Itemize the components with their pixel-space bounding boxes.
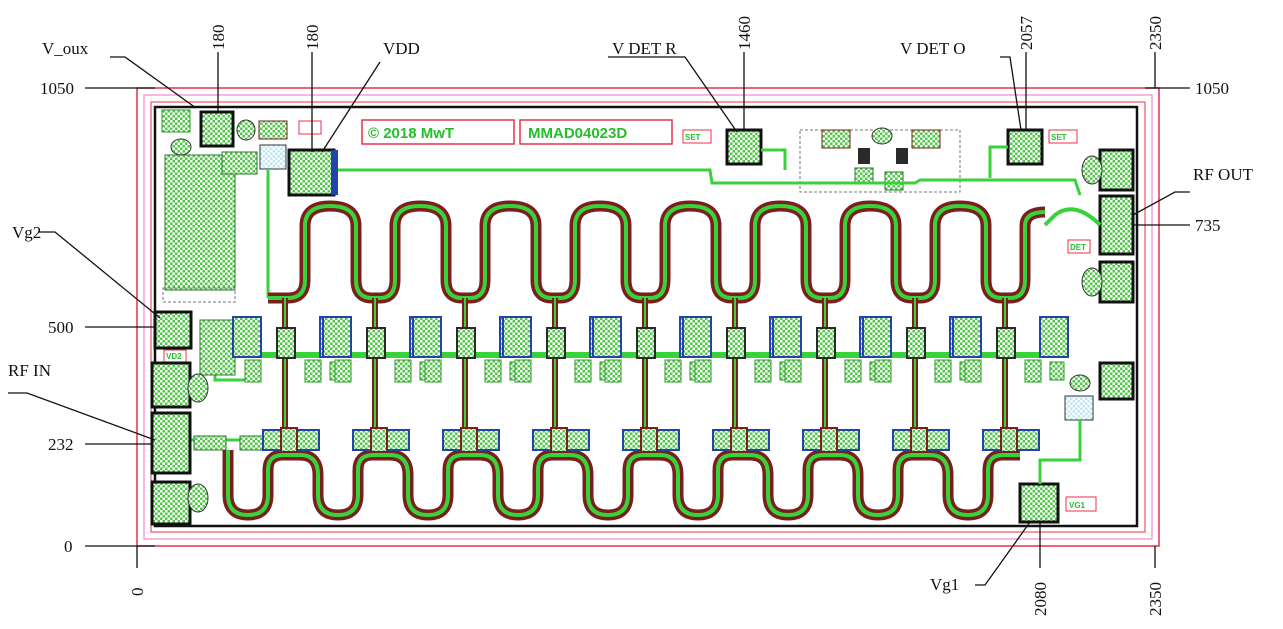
- dim-right-1: 735: [1195, 216, 1221, 235]
- dim-top-4: 2350: [1146, 16, 1165, 50]
- label-v-det-r: V DET R: [612, 39, 677, 58]
- transistor-cell: [592, 298, 709, 453]
- gate-line-inner: [226, 450, 1020, 518]
- small-label-4: VD2: [166, 352, 182, 361]
- copyright-text: © 2018 MwT: [368, 125, 454, 142]
- label-vg2: Vg2: [12, 223, 41, 242]
- dim-top-0: 180: [209, 25, 228, 51]
- drain-line-inner: [268, 203, 1046, 300]
- label-rf-out: RF OUT: [1193, 165, 1254, 184]
- dim-bottom-0: 0: [128, 588, 147, 597]
- dim-bottom-2: 2350: [1146, 582, 1165, 616]
- dim-left-0: 1050: [40, 79, 74, 98]
- top-left-pads: [161, 109, 338, 197]
- left-pads: [150, 310, 265, 526]
- dimension-labels: 180 180 1460 2057 2350 1050 500 232 0 10…: [40, 16, 1229, 617]
- label-v-aux: V_oux: [42, 39, 89, 58]
- transistor-cell: [952, 298, 1069, 453]
- label-vg1: Vg1: [930, 575, 959, 594]
- label-vdd: VDD: [383, 39, 420, 58]
- dim-left-3: 0: [64, 537, 73, 556]
- dim-left-2: 232: [48, 435, 74, 454]
- dim-right-0: 1050: [1195, 79, 1229, 98]
- transistor-cells: [232, 298, 1069, 453]
- small-label-0: SET: [685, 133, 701, 142]
- detector-pads: [725, 127, 1044, 193]
- dim-top-3: 2057: [1017, 16, 1036, 51]
- small-label-1: SET: [1051, 133, 1067, 142]
- dim-top-1: 180: [303, 25, 322, 51]
- dim-bottom-1: 2080: [1031, 582, 1050, 616]
- transistor-cell: [862, 298, 979, 453]
- chip-markings: © 2018 MwT MMAD04023D SET SET DET VG1 VD…: [163, 119, 1097, 512]
- pin-labels: V_oux VDD V DET R V DET O RF OUT Vg2 RF …: [8, 39, 1254, 594]
- part-number-text: MMAD04023D: [528, 125, 627, 142]
- dim-left-1: 500: [48, 318, 74, 337]
- small-label-2: DET: [1070, 243, 1086, 252]
- capacitor-block: [162, 154, 236, 303]
- dim-top-2: 1460: [735, 16, 754, 50]
- right-pads: [1018, 148, 1135, 524]
- label-rf-in: RF IN: [8, 361, 51, 380]
- label-v-det-o: V DET O: [900, 39, 966, 58]
- small-label-5: VG1: [1069, 501, 1086, 510]
- callout-lines: [8, 52, 1190, 586]
